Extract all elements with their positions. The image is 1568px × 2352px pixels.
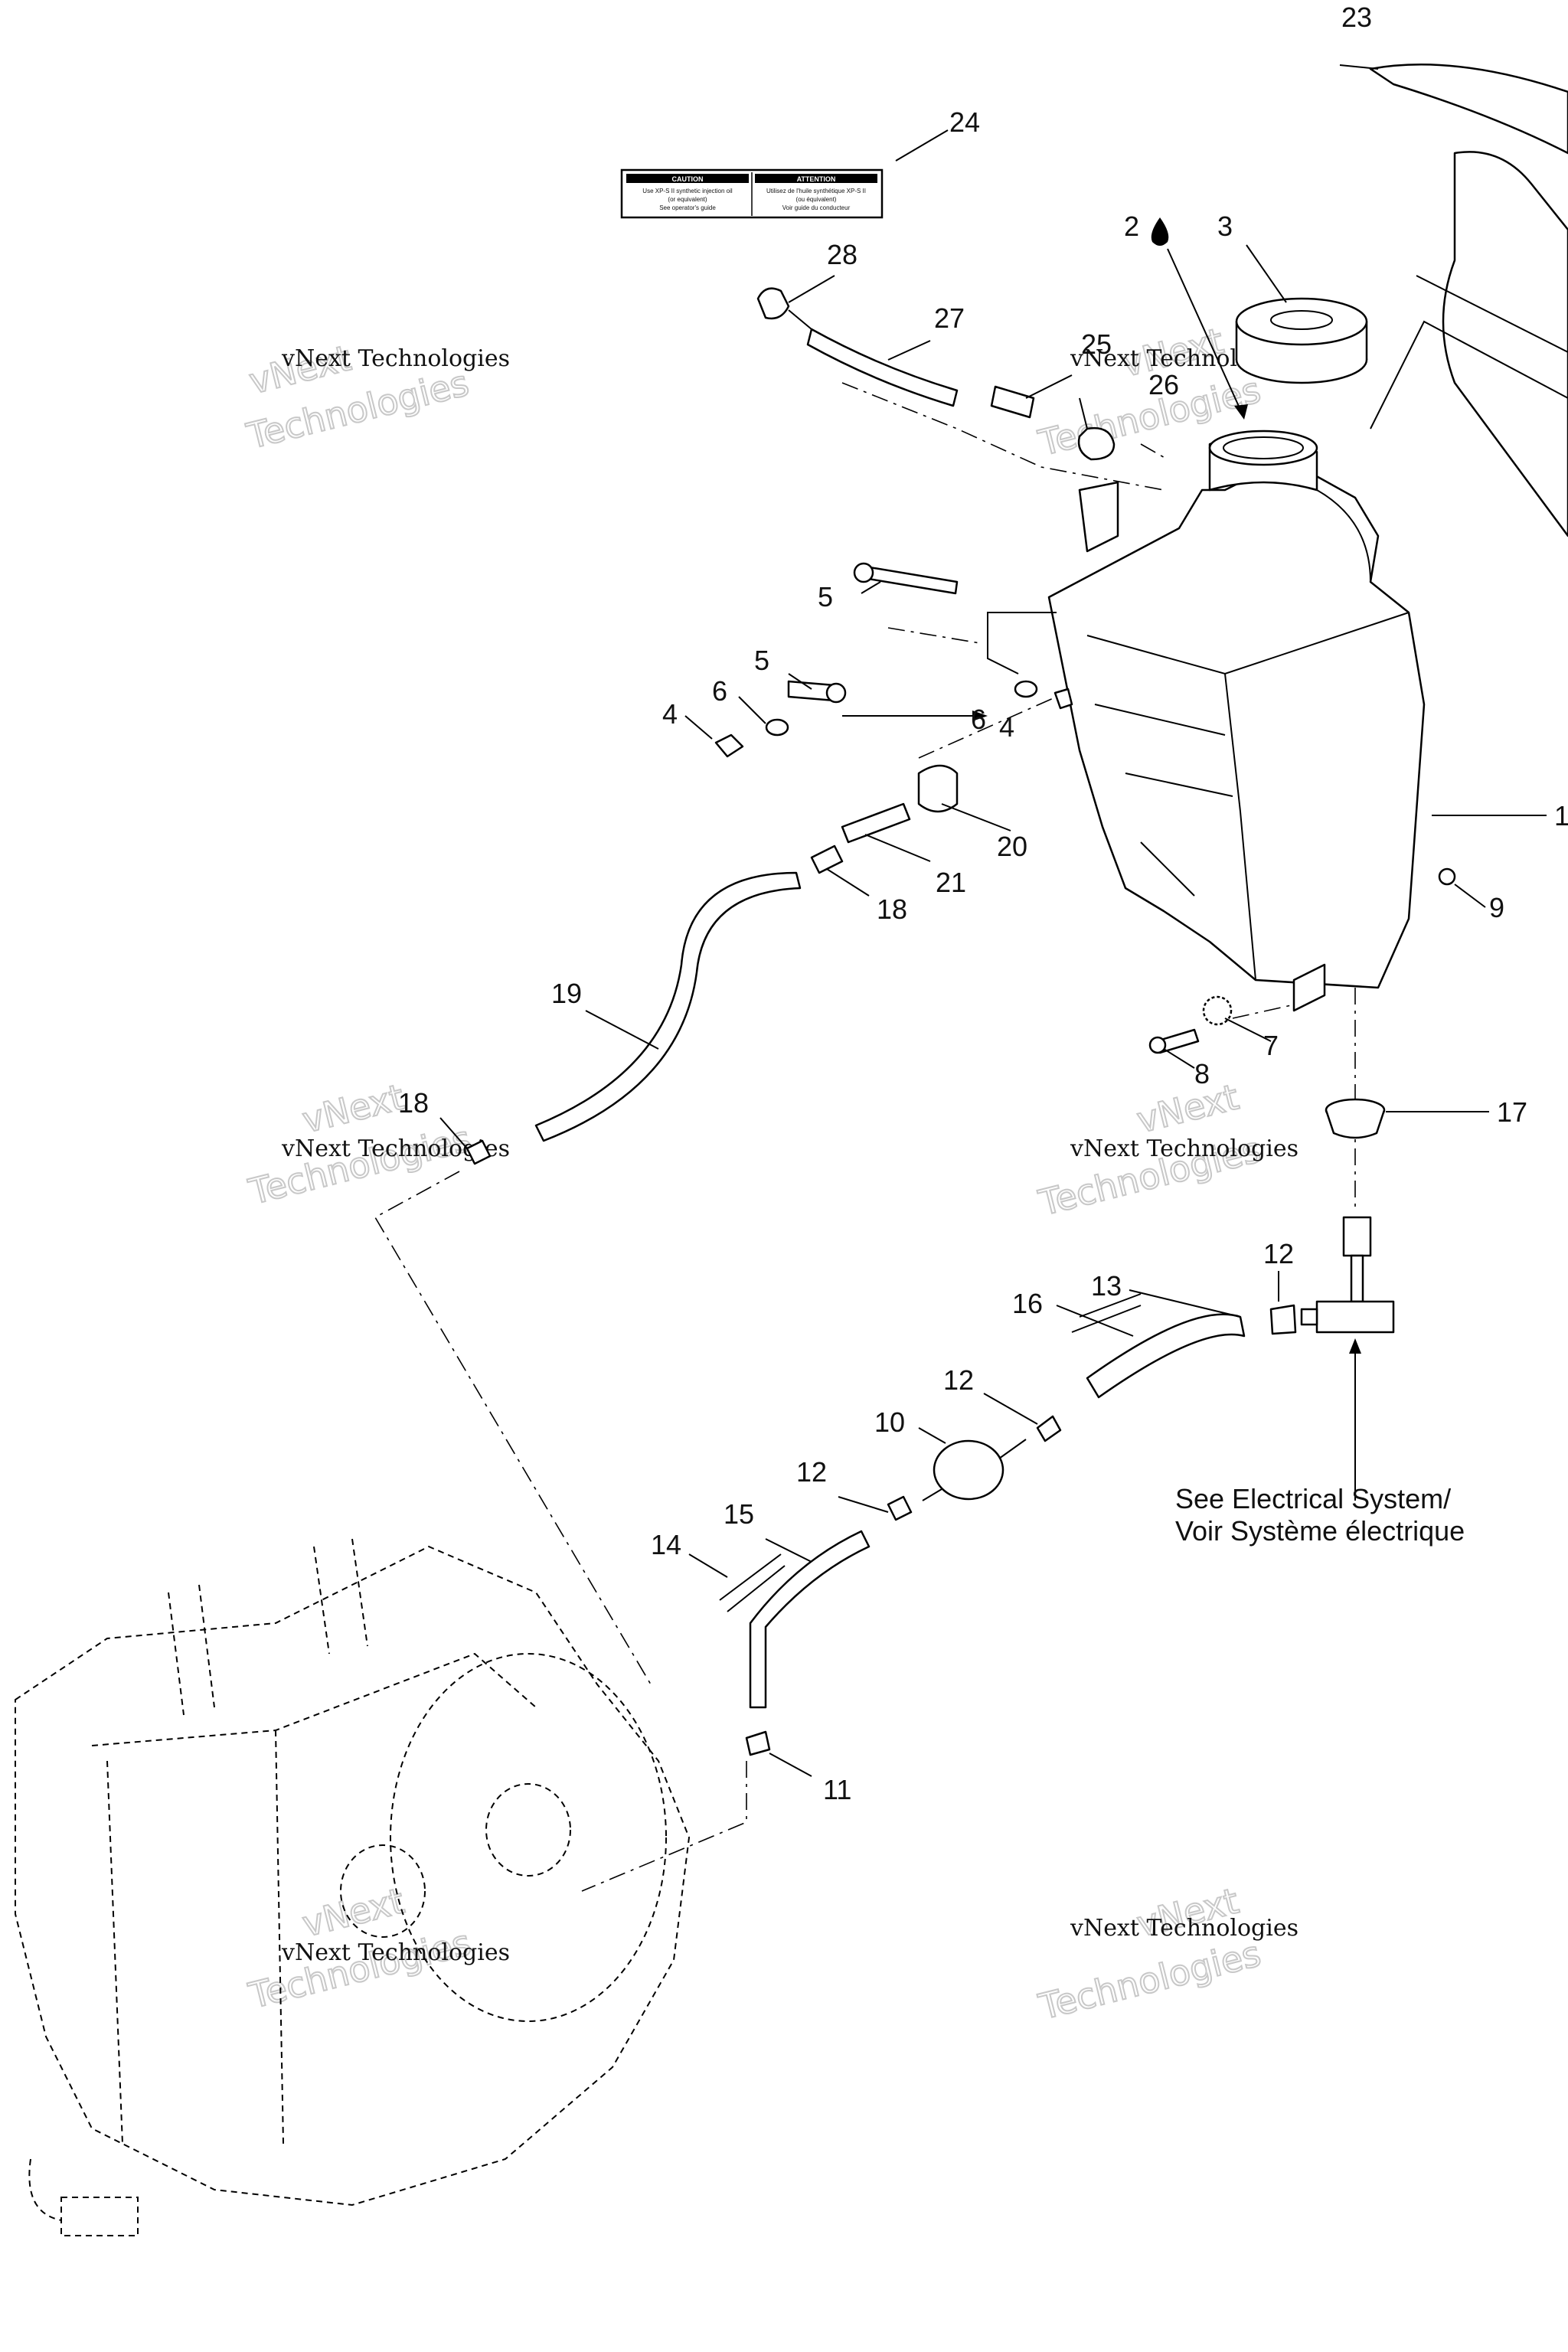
- callout-13: 13: [1091, 1270, 1122, 1302]
- leader-lines: [439, 64, 1547, 1777]
- callout-4-right: 4: [999, 711, 1014, 743]
- fasteners-left: [714, 562, 1073, 758]
- watermark-vnext: vNext: [299, 1076, 408, 1141]
- callout-12-left: 12: [796, 1456, 827, 1488]
- assembly-line-bolt-upper: [887, 627, 981, 644]
- callout-26: 26: [1148, 369, 1179, 400]
- callout-11: 11: [823, 1774, 851, 1805]
- watermark-text: vNext Technologies: [1070, 1135, 1298, 1162]
- callout-7: 7: [1263, 1030, 1279, 1061]
- callout-2: 2: [1124, 211, 1139, 242]
- callout-19: 19: [551, 978, 582, 1009]
- callout-10: 10: [874, 1406, 905, 1438]
- vent-assembly: [756, 287, 1116, 461]
- note-line-english: See Electrical System/: [1175, 1483, 1451, 1514]
- callout-21: 21: [936, 867, 966, 898]
- oil-tank: [987, 430, 1426, 1012]
- callout-16: 16: [1012, 1288, 1043, 1319]
- watermark-mid-left: vNext Technologies vNext Technologies: [243, 1075, 510, 1213]
- callout-24: 24: [949, 106, 980, 138]
- outlet-fitting: [810, 764, 959, 874]
- assembly-line-fitting: [918, 696, 1057, 759]
- label-caution-line2: (or equivalent): [668, 196, 707, 203]
- callout-3: 3: [1217, 211, 1233, 242]
- inline-filter: [745, 1415, 1062, 1756]
- callout-15: 15: [724, 1498, 754, 1530]
- level-sensor: [1269, 1216, 1395, 1335]
- callout-1: 1: [1554, 800, 1568, 831]
- engine-outline: [15, 1538, 691, 2236]
- oil-drop-icon: [1151, 217, 1169, 246]
- callout-8: 8: [1194, 1058, 1210, 1089]
- assembly-line-vent: [841, 382, 1165, 491]
- callout-5-upper: 5: [818, 581, 833, 612]
- warning-label: CAUTION ATTENTION Use XP-S II synthetic …: [620, 168, 884, 219]
- callout-numbers: 1 2 3 4 4 5 5 6 6 7 8 9 10 11 12 12 12 1…: [398, 2, 1568, 1805]
- callout-6-left: 6: [712, 675, 727, 707]
- watermark-technologies: Technologies: [244, 1118, 475, 1213]
- fasteners-bottom: [1148, 867, 1456, 1054]
- callout-17: 17: [1497, 1096, 1527, 1128]
- assembly-line-cap: [1140, 443, 1168, 460]
- watermark-text: vNext Technologies: [1070, 1915, 1298, 1942]
- lower-hoses: [719, 1293, 1246, 1709]
- note-line-french: Voir Système électrique: [1175, 1515, 1465, 1547]
- callout-20: 20: [997, 831, 1027, 862]
- watermark-vnext: vNext: [1133, 1076, 1243, 1141]
- watermark-bottom-left: vNext Technologies vNext Technologies: [243, 1879, 510, 2017]
- callout-12-right: 12: [1263, 1238, 1294, 1269]
- callout-6-right: 6: [971, 704, 986, 735]
- callout-14: 14: [651, 1529, 681, 1560]
- hose-19: [466, 871, 802, 1165]
- label-caution-title: CAUTION: [672, 175, 704, 183]
- callout-9: 9: [1489, 892, 1504, 923]
- label-caution-line3: See operator's guide: [659, 204, 716, 211]
- watermark-text: vNext Technologies: [281, 345, 510, 372]
- watermark-mid-right: vNext Technologies vNext Technologies: [1034, 1075, 1298, 1224]
- watermark-bottom-right: vNext Technologies vNext Technologies: [1034, 1879, 1298, 2028]
- watermark-vnext: vNext: [299, 1880, 408, 1945]
- label-caution-line1: Use XP-S II synthetic injection oil: [642, 188, 733, 194]
- body-panel: [1369, 64, 1568, 537]
- callout-28: 28: [827, 239, 858, 270]
- watermark-text: vNext Technologies: [281, 1939, 510, 1966]
- callout-27: 27: [934, 302, 965, 334]
- callout-18-lower: 18: [398, 1087, 429, 1119]
- label-attention-line2: (ou équivalent): [796, 196, 837, 203]
- callout-25: 25: [1081, 328, 1112, 360]
- callout-12-middle: 12: [943, 1364, 974, 1396]
- assembly-line-bolt-lower: [1232, 1002, 1302, 1019]
- assembly-line-engine: [374, 1171, 652, 1685]
- label-attention-title: ATTENTION: [797, 175, 836, 183]
- filler-cap: [1235, 297, 1368, 384]
- watermark-top-left: vNext Technologies vNext Technologies: [242, 336, 510, 458]
- label-attention-line1: Utilisez de l'huile synthétique XP-S II: [766, 188, 866, 194]
- callout-18-upper: 18: [877, 893, 907, 925]
- label-attention-line3: Voir guide du conducteur: [782, 204, 851, 211]
- electrical-note: See Electrical System/ Voir Système élec…: [1175, 1483, 1465, 1547]
- callout-5-lower: 5: [754, 645, 769, 676]
- callout-4-left: 4: [662, 698, 678, 730]
- callout-23: 23: [1341, 2, 1372, 33]
- grommet: [1325, 1098, 1386, 1139]
- watermark-technologies: Technologies: [1034, 1932, 1265, 2027]
